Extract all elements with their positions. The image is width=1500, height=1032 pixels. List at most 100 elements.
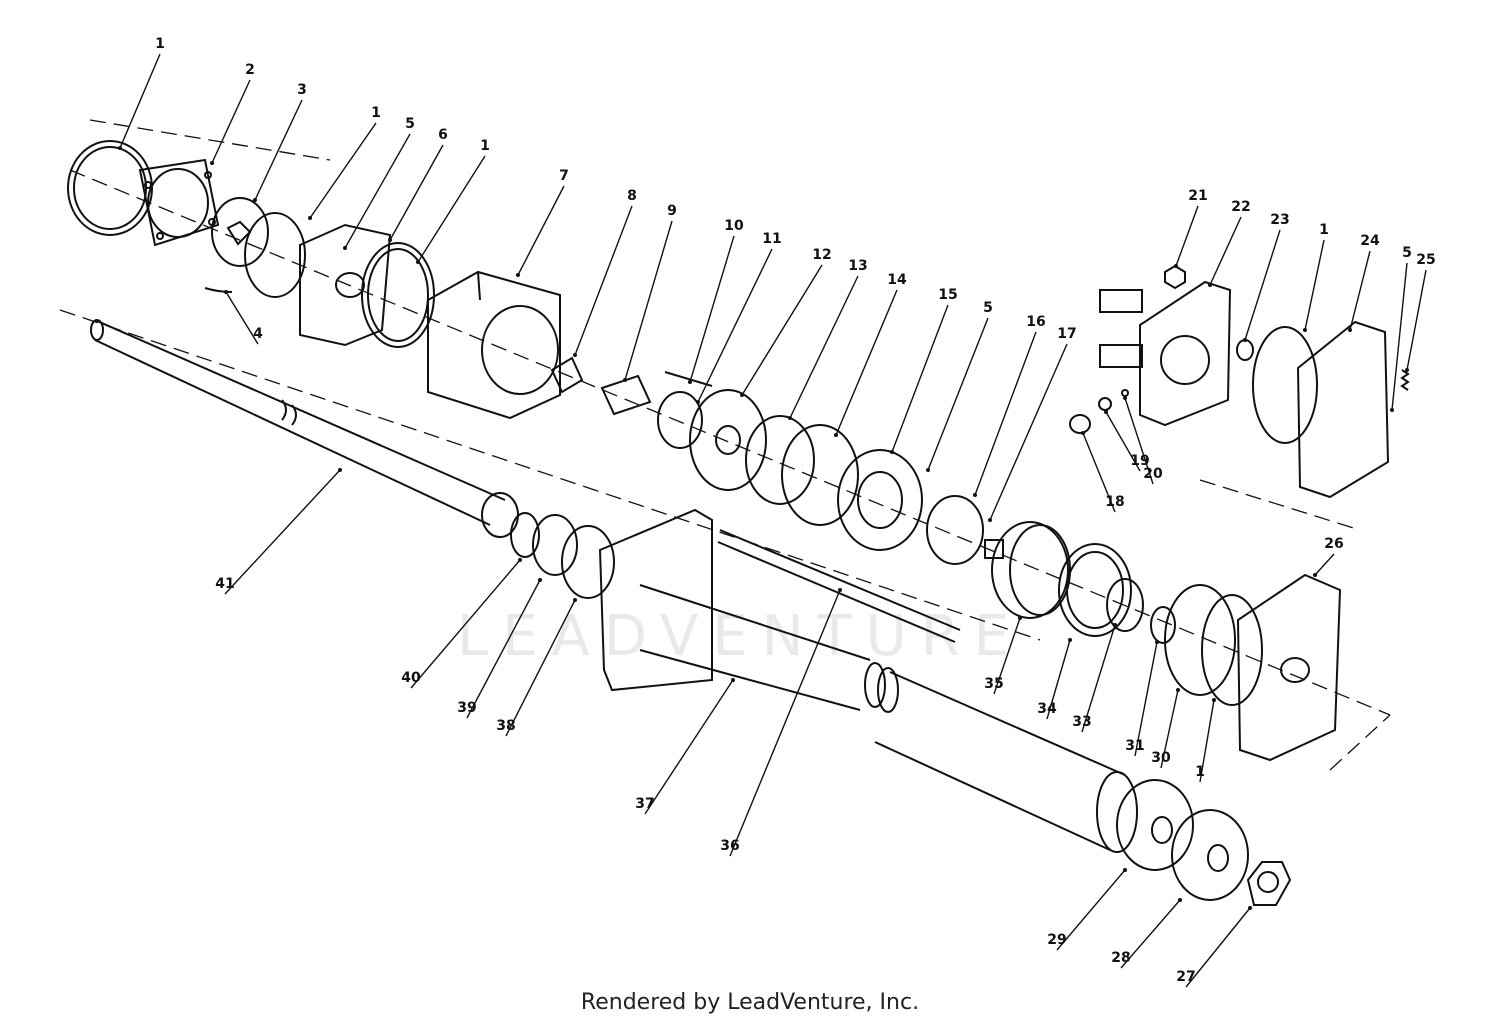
callout-label: 21: [1188, 188, 1207, 204]
seal-34: [1058, 543, 1132, 637]
callout-8: 8: [573, 188, 637, 357]
callout-17: 17: [988, 326, 1077, 522]
leader-line: [417, 155, 486, 263]
footer-credit: Rendered by LeadVenture, Inc.: [580, 990, 920, 1015]
leader-dot: [253, 198, 257, 202]
leader-line: [1314, 553, 1335, 576]
leader-line: [624, 220, 673, 381]
callout-label: 1: [371, 105, 381, 121]
leader-dot: [538, 578, 542, 582]
leader-dot: [118, 146, 122, 150]
callout-22: 22: [1208, 199, 1251, 287]
callout-27: 27: [1176, 906, 1252, 988]
leader-dot: [1212, 698, 1216, 702]
leader-dot: [518, 558, 522, 562]
callout-25: 25: [1405, 252, 1436, 372]
inner-rotor-16: [926, 495, 984, 565]
leader-dot: [740, 393, 744, 397]
callout-label: 37: [635, 796, 654, 812]
leader-line: [1349, 250, 1371, 331]
callout-label: 27: [1176, 969, 1195, 985]
leader-dot: [224, 290, 228, 294]
outer-rotor-15: [837, 449, 923, 551]
callout-4: 4: [224, 290, 263, 345]
leader-dot: [731, 678, 735, 682]
callout-label: 1: [1319, 222, 1329, 238]
callout-label: 28: [1111, 950, 1130, 966]
leader-dot: [926, 468, 930, 472]
leader-dot: [573, 598, 577, 602]
callout-35: 35: [984, 616, 1022, 695]
end-plate-26: [1236, 573, 1342, 762]
nut-21: [1164, 264, 1186, 290]
callout-label: 39: [457, 700, 476, 716]
callout-5: 5: [343, 116, 415, 250]
callout-label: 1: [155, 36, 165, 52]
callout-label: 5: [1402, 245, 1412, 261]
callout-label: 11: [762, 231, 781, 247]
leader-dot: [1390, 408, 1394, 412]
callout-37: 37: [635, 678, 735, 815]
callout-label: 16: [1026, 314, 1045, 330]
callout-label: 26: [1324, 536, 1343, 552]
callout-33: 33: [1072, 623, 1117, 733]
gear-plate-12: [689, 389, 767, 491]
callout-3: 3: [253, 82, 307, 202]
nut-27: [1246, 861, 1292, 906]
callout-23: 23: [1243, 212, 1290, 342]
leader-line: [389, 144, 444, 241]
callout-13: 13: [788, 258, 868, 420]
callout-7: 7: [516, 168, 569, 277]
callout-28: 28: [1111, 898, 1182, 969]
leader-line: [927, 317, 989, 471]
callout-label: 5: [405, 116, 415, 132]
leader-line: [729, 589, 841, 857]
key-8: [550, 356, 584, 394]
leader-dot: [343, 246, 347, 250]
callout-label: 10: [724, 218, 744, 234]
leader-dot: [1243, 338, 1247, 342]
callout-16: 16: [973, 314, 1046, 497]
callout-21: 21: [1174, 188, 1208, 268]
callout-6: 6: [388, 127, 448, 242]
ring-1d: [1201, 594, 1263, 706]
callout-5: 5: [1390, 245, 1412, 412]
callout-label: 3: [297, 82, 307, 98]
leader-dot: [696, 400, 700, 404]
ring-14: [781, 424, 859, 526]
callout-label: 40: [401, 670, 421, 686]
leader-dot: [573, 353, 577, 357]
leader-line: [741, 264, 823, 396]
callout-10: 10: [688, 218, 744, 384]
leader-dot: [988, 518, 992, 522]
disc-35: [991, 521, 1069, 619]
leader-dot: [1313, 573, 1317, 577]
callout-11: 11: [696, 231, 782, 404]
seal-33: [1106, 578, 1144, 632]
callout-40: 40: [401, 558, 522, 689]
leader-line: [1185, 907, 1251, 988]
callout-label: 36: [720, 838, 739, 854]
manifold-22: [1139, 280, 1232, 427]
leader-dot: [1123, 396, 1127, 400]
callout-18: 18: [1081, 431, 1125, 513]
flange-37: [598, 508, 713, 692]
callout-31: 31: [1125, 640, 1159, 757]
callout-label: 12: [812, 247, 831, 263]
callout-label: 41: [215, 576, 234, 592]
leader-line: [1160, 689, 1179, 769]
leader-line: [119, 53, 161, 149]
leader-dot: [1174, 264, 1178, 268]
ball-20: [1121, 389, 1129, 397]
leader-dot: [973, 493, 977, 497]
callout-1: 1: [416, 138, 490, 264]
washer-19: [1098, 397, 1112, 411]
leader-dot: [1018, 616, 1022, 620]
leader-line: [989, 343, 1068, 521]
o-ring-1e: [1252, 326, 1318, 444]
leader-dot: [1113, 623, 1117, 627]
leader-line: [1056, 869, 1126, 951]
leader-line: [1391, 262, 1408, 411]
